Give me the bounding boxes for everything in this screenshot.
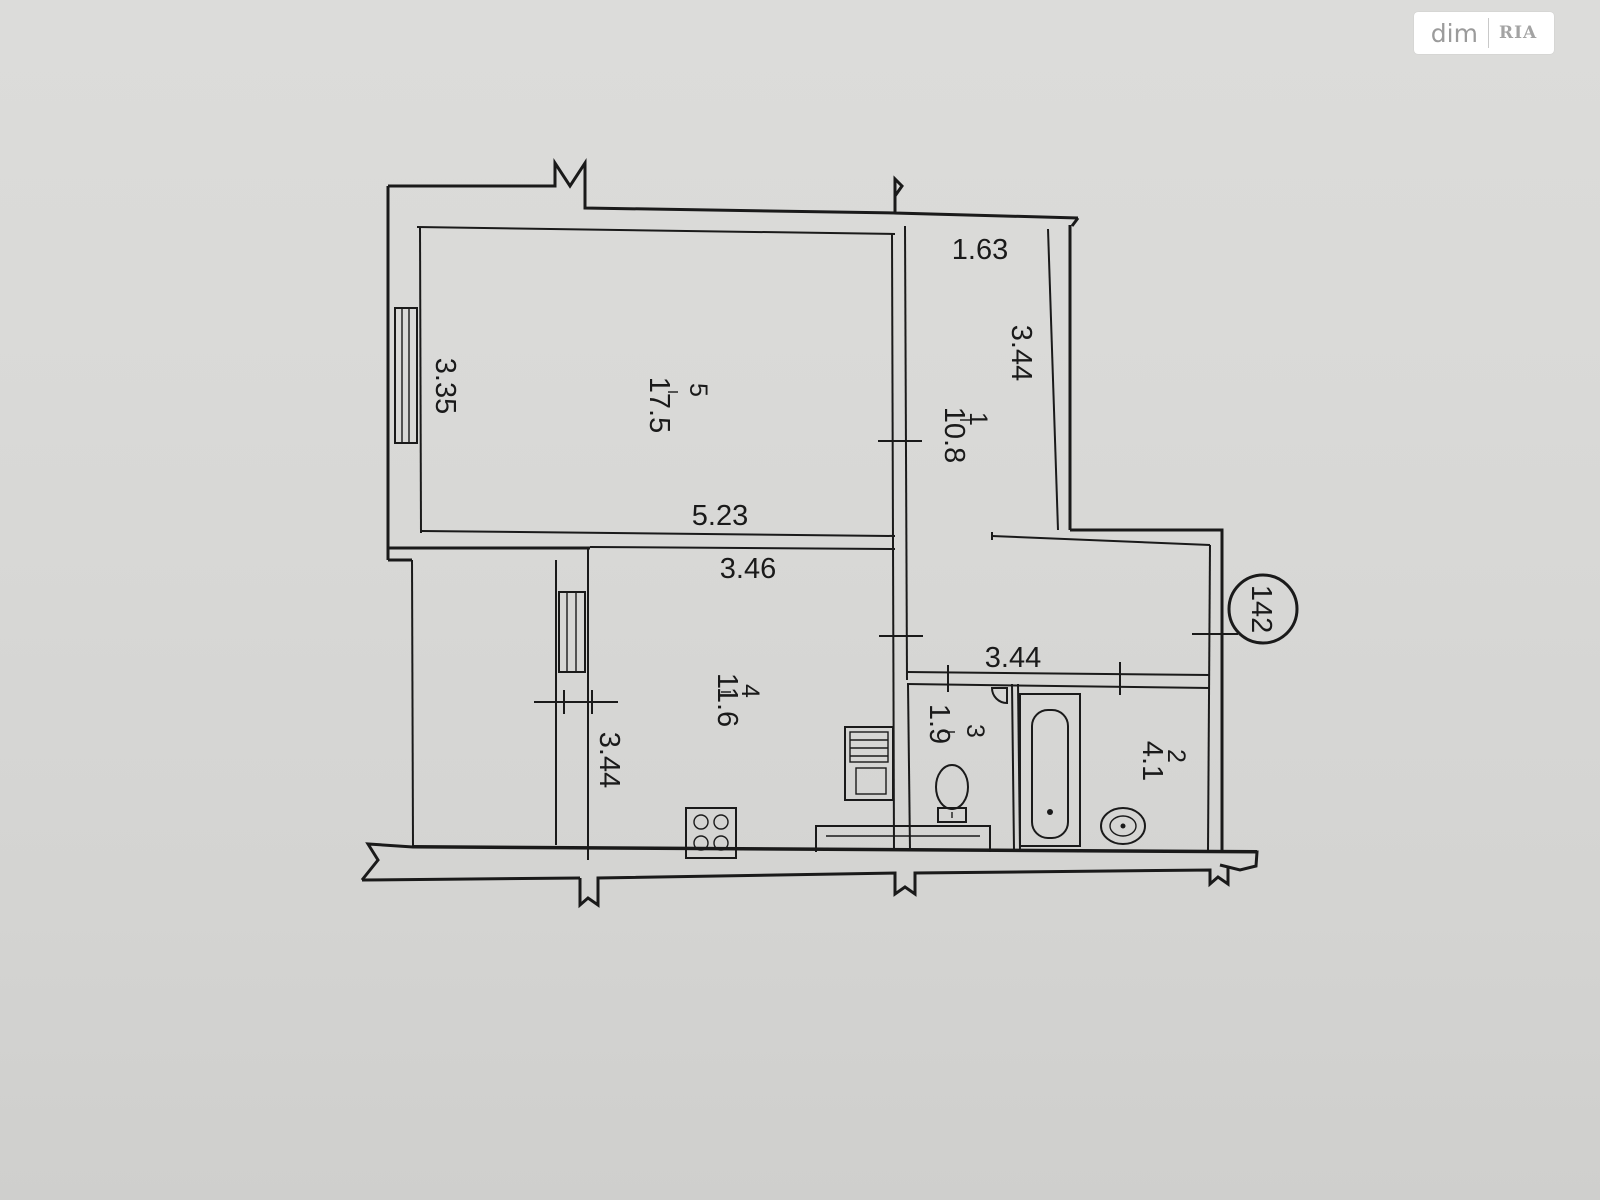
- room-4-area: 11.6: [711, 673, 743, 727]
- dim-corridor-length: 3.44: [1005, 325, 1037, 381]
- toilet-icon: [935, 764, 969, 823]
- door-marks: [534, 440, 1238, 714]
- room-1-label: 1 10.8: [938, 407, 992, 463]
- dim-room4-width: 3.46: [720, 553, 776, 585]
- room-4-number: 4: [736, 684, 764, 698]
- room-3-label: 3 1.9: [923, 704, 989, 744]
- dim-room5-depth: 3.35: [429, 358, 461, 414]
- dim-room4-depth: 3.44: [593, 732, 625, 788]
- watermark-dim-text: dim: [1430, 18, 1478, 48]
- kitchen-fixtures: [844, 726, 894, 801]
- watermark-divider: [1487, 18, 1489, 48]
- room-2-number: 2: [1162, 749, 1190, 763]
- apartment-number-badge: 142: [1227, 573, 1299, 645]
- room-5-area: 17.5: [643, 377, 675, 433]
- stove-icon: [685, 807, 737, 859]
- dim-bathroom-width: 3.44: [985, 642, 1041, 674]
- window-room-5: [394, 307, 418, 444]
- room-2-label: 2 4.1: [1136, 741, 1190, 781]
- interior-walls: [388, 225, 1211, 860]
- dimension-labels: 1.63 3.44 3.35 5.23 3.46 3.44 3.44: [429, 234, 1041, 788]
- room-1-number: 1: [964, 412, 992, 426]
- exterior-walls: [360, 157, 1259, 909]
- room-2-area: 4.1: [1136, 741, 1168, 781]
- room-5-label: 5 17.5: [643, 377, 712, 433]
- kitchen-counter: [815, 825, 991, 852]
- room-5-number: 5: [684, 383, 712, 397]
- room-1-area: 10.8: [938, 407, 970, 463]
- dim-ria-watermark-logo: dim RIA: [1414, 12, 1554, 54]
- bathtub-icon: [1019, 693, 1081, 847]
- room-3-area: 1.9: [923, 704, 955, 744]
- window-room-4: [558, 591, 586, 673]
- watermark-ria-text: RIA: [1498, 23, 1538, 43]
- dim-room5-width: 5.23: [692, 500, 748, 532]
- room-4-label: 4 11.6: [711, 673, 764, 727]
- apartment-number: 142: [1245, 585, 1277, 633]
- washbasin-icon: [1100, 807, 1146, 845]
- dim-corridor-width: 1.63: [952, 234, 1008, 266]
- room-3-number: 3: [961, 724, 989, 738]
